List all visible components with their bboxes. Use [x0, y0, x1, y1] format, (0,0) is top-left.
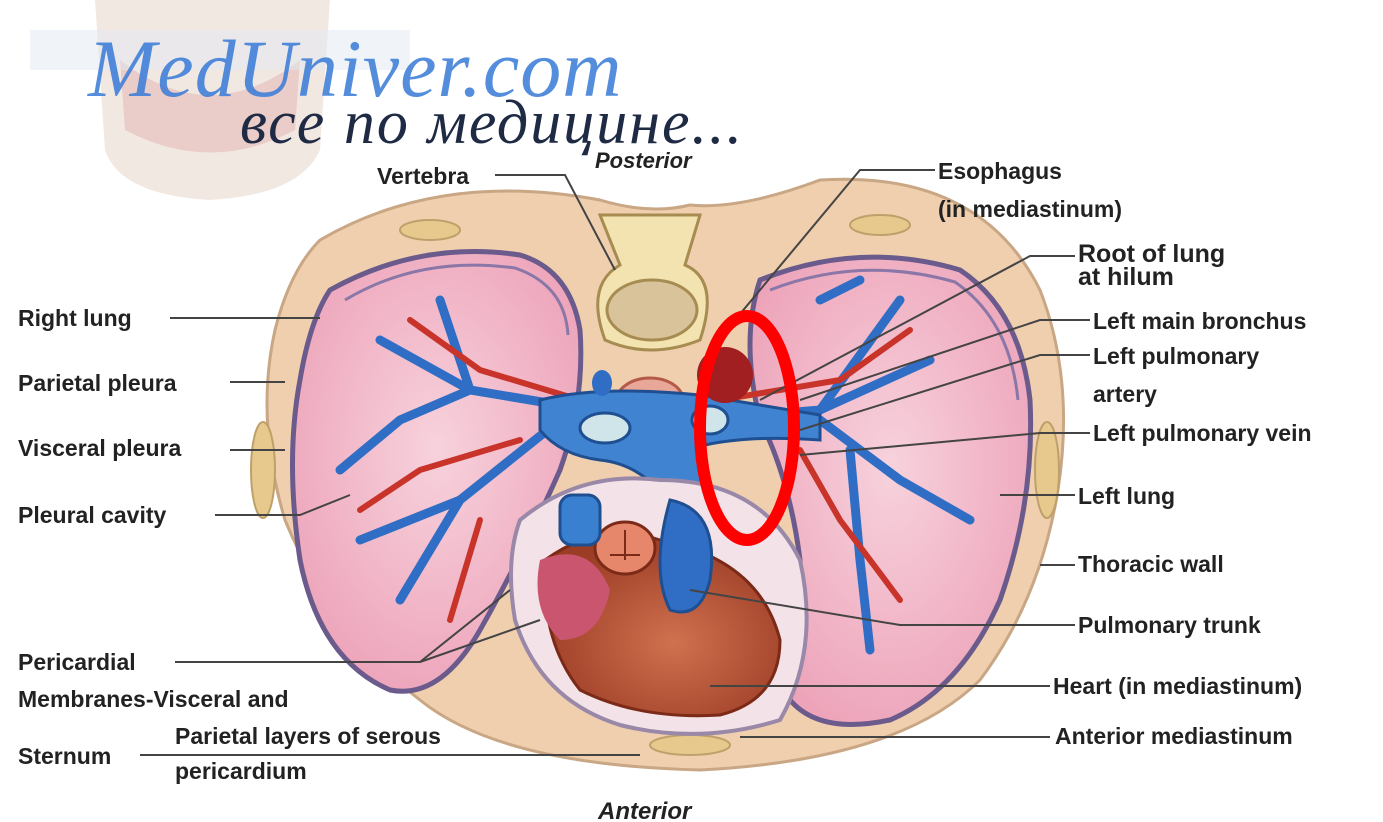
label-pericardial-1: Pericardial — [18, 651, 136, 674]
vertebra-shape — [598, 215, 708, 350]
label-pleural-cavity: Pleural cavity — [18, 504, 166, 527]
label-pericardial-3: Parietal layers of serous — [175, 725, 441, 748]
label-right-lung: Right lung — [18, 307, 132, 330]
label-esophagus: Esophagus — [938, 160, 1062, 183]
orientation-posterior: Posterior — [595, 148, 692, 174]
label-esophagus-sub: (in mediastinum) — [938, 198, 1122, 221]
label-left-pulmonary-artery-1: Left pulmonary — [1093, 345, 1259, 368]
label-left-lung: Left lung — [1078, 485, 1175, 508]
label-heart: Heart (in mediastinum) — [1053, 675, 1302, 698]
orientation-anterior: Anterior — [598, 798, 691, 822]
label-sternum: Sternum — [18, 745, 111, 768]
label-thoracic-wall: Thoracic wall — [1078, 553, 1224, 576]
label-vertebra: Vertebra — [377, 165, 469, 188]
watermark-subtitle: все по медицине... — [240, 92, 744, 154]
label-root-of-lung-2: at hilum — [1078, 266, 1174, 290]
label-pericardial-4: pericardium — [175, 760, 307, 783]
label-anterior-mediastinum: Anterior mediastinum — [1055, 725, 1293, 748]
label-left-pulmonary-vein: Left pulmonary vein — [1093, 422, 1312, 445]
label-visceral-pleura: Visceral pleura — [18, 437, 181, 460]
label-left-main-bronchus: Left main bronchus — [1093, 310, 1306, 333]
label-pericardial-2: Membranes-Visceral and — [18, 688, 289, 711]
label-left-pulmonary-artery-2: artery — [1093, 383, 1157, 406]
label-pulmonary-trunk: Pulmonary trunk — [1078, 614, 1261, 637]
label-parietal-pleura: Parietal pleura — [18, 372, 177, 395]
